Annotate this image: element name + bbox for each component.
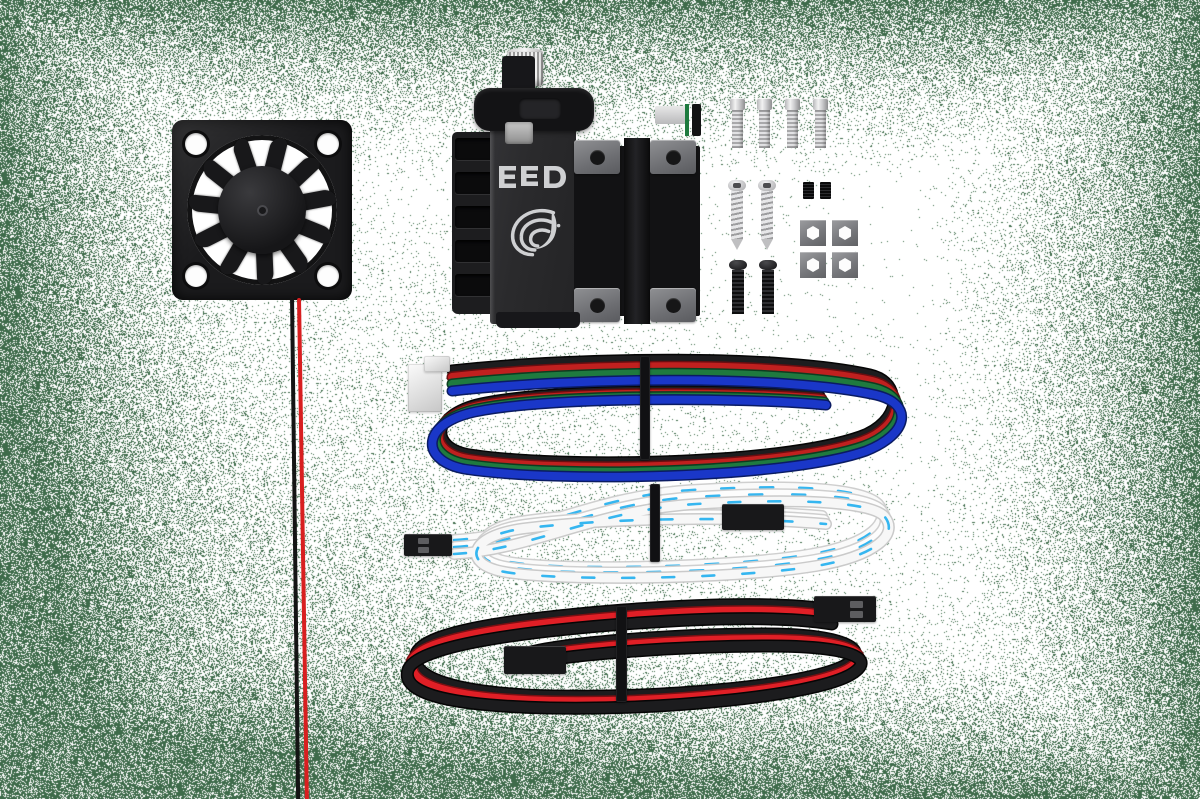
stepper-cable-bundle <box>400 352 910 474</box>
screw-thread <box>759 110 770 148</box>
heater-block-corner-mount <box>650 140 696 174</box>
screw-thread <box>731 191 743 239</box>
dupont-connector-left <box>404 534 452 556</box>
screw-head <box>813 98 828 110</box>
dupont-connector-right <box>814 596 876 622</box>
fan-mount-hole <box>317 133 339 155</box>
screw-tip <box>761 239 773 250</box>
screw-thread <box>815 110 826 148</box>
black-pan-head-screw <box>759 260 777 314</box>
thermistor-wire-green <box>685 104 689 136</box>
filament-clamp-lever <box>474 88 594 131</box>
square-hex-nut <box>800 252 826 278</box>
heatsink-fin <box>455 138 493 160</box>
socket-cap-screw <box>813 98 828 148</box>
fan-lead-wire <box>286 295 310 799</box>
thermistor-tab <box>655 106 687 124</box>
black-pan-head-screw <box>729 260 747 314</box>
screw-tip <box>731 239 743 250</box>
fastener-pack <box>728 98 858 314</box>
corner-bolt <box>665 149 681 165</box>
fan-hub-center-dot <box>256 204 268 216</box>
square-hex-nut <box>832 252 858 278</box>
socket-cap-screw <box>785 98 800 148</box>
fan-mount-hole <box>317 265 339 287</box>
self-tapping-screw <box>728 180 746 250</box>
filament-entry-slot <box>505 122 533 144</box>
thermistor-cable-bundle <box>392 478 902 584</box>
screw-thread <box>732 270 744 314</box>
screw-thread <box>761 191 773 239</box>
screw-head <box>759 260 777 270</box>
heater-block-corner-mount <box>574 140 620 174</box>
screw-thread <box>732 110 743 148</box>
connector-pin <box>418 538 429 544</box>
stepper-motor-cable <box>400 352 910 474</box>
dupont-connector-right <box>722 504 784 530</box>
heater-power-cable <box>404 592 904 716</box>
heater-block-corner-mount <box>650 288 696 322</box>
self-tapping-screw <box>758 180 776 250</box>
square-hex-nut <box>800 220 826 246</box>
grub-screw <box>820 182 831 199</box>
connector-pin <box>850 601 863 608</box>
screw-head <box>757 98 772 110</box>
corner-bolt <box>589 149 605 165</box>
zip-tie <box>650 484 660 562</box>
screw-head <box>730 98 745 110</box>
zip-tie <box>640 356 650 460</box>
cooling-fan <box>172 120 352 300</box>
heatsink-fin <box>455 172 493 194</box>
heater-block-band <box>624 138 650 324</box>
fan-mount-hole <box>185 265 207 287</box>
screw-head <box>728 180 746 191</box>
connector-pin <box>418 547 429 553</box>
fan-mount-hole <box>185 133 207 155</box>
hotend-base-plate <box>496 312 580 328</box>
white-jst-connector <box>408 364 442 412</box>
e3d-wordmark <box>499 166 566 188</box>
clamp-window <box>519 98 561 119</box>
screw-head <box>729 260 747 270</box>
zip-tie <box>616 606 627 702</box>
fan-hub <box>218 166 306 254</box>
heatsink-fin <box>455 240 493 262</box>
dupont-connector-left <box>504 646 566 674</box>
heatsink-fin <box>455 274 493 296</box>
corner-bolt <box>589 297 605 313</box>
screw-thread <box>762 270 774 314</box>
hotend-front-face <box>490 128 576 324</box>
jst-connector-lug <box>424 356 450 372</box>
screw-head <box>785 98 800 110</box>
square-hex-nut <box>832 220 858 246</box>
socket-cap-screw <box>730 98 745 148</box>
screw-head <box>758 180 776 191</box>
heatsink-fin <box>455 206 493 228</box>
hotend-assembly <box>452 44 702 328</box>
grub-screw <box>803 182 814 199</box>
connector-pin <box>850 611 863 618</box>
thermistor-cable <box>392 478 902 584</box>
socket-cap-screw <box>757 98 772 148</box>
e3d-swoosh-logo <box>510 208 561 257</box>
corner-bolt <box>665 297 681 313</box>
heater-block-corner-mount <box>574 288 620 322</box>
thermistor-wire-black <box>692 104 701 136</box>
screw-thread <box>787 110 798 148</box>
